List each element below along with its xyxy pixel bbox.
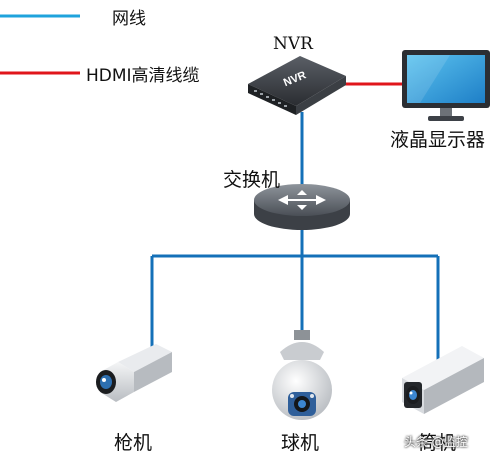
legend-network-label: 网线: [112, 9, 146, 29]
watermark: 头条 @监控: [404, 435, 468, 449]
bullet-camera-device: [96, 344, 172, 402]
nvr-ports: [254, 90, 287, 107]
legend-hdmi-label: HDMI高清线缆: [86, 66, 200, 86]
monitor-label: 液晶显示器: [390, 129, 486, 151]
switch-label: 交换机: [223, 169, 281, 191]
switch-device: [254, 184, 350, 230]
nvr-device: NVR: [248, 56, 346, 115]
dome-camera-label: 球机: [281, 432, 320, 454]
nvr-label: NVR: [273, 34, 313, 54]
switch-arrows-icon: [278, 190, 326, 210]
monitor-device: [402, 50, 490, 121]
dome-camera-device: [272, 330, 332, 420]
bullet-camera-label: 枪机: [114, 432, 153, 454]
box-camera-device: [402, 346, 484, 414]
box-camera-label: 筒机: [418, 432, 457, 454]
